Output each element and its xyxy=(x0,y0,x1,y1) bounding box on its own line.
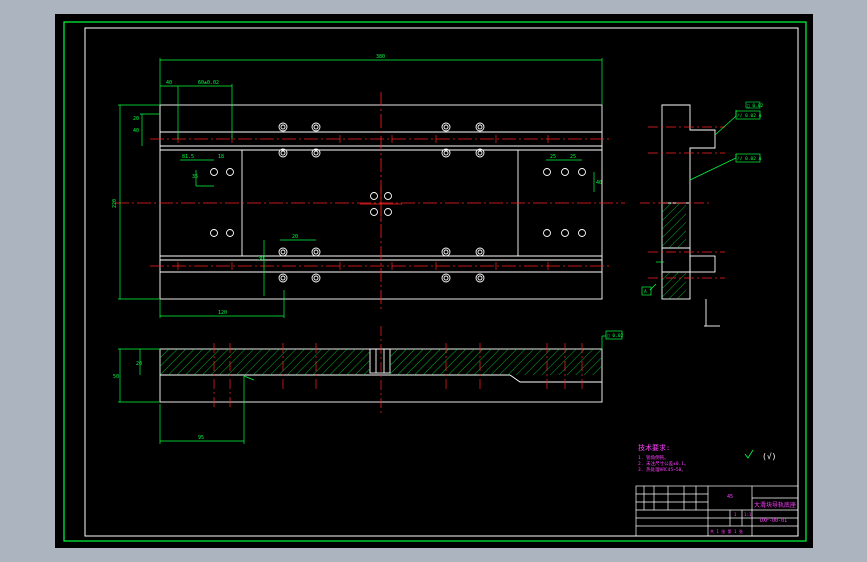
section-flatness-frame: □ 0.02 xyxy=(605,330,624,340)
dim-section-len: 95 xyxy=(198,435,204,441)
dim-overall-width: 220 xyxy=(112,199,118,208)
technical-notes: 技术要求: 1. 锐角倒钝。 2. 未注尺寸公差±0.1。 3. 热处理HRC4… xyxy=(638,443,688,473)
section-centerlines xyxy=(213,326,583,414)
title-material: 45 xyxy=(727,494,733,500)
surface-finish-symbol: (√) xyxy=(762,452,776,461)
title-part-name: 大滑块导轨底座 xyxy=(754,501,796,509)
side-hatch xyxy=(662,203,686,248)
dim-overall-length: 380 xyxy=(376,54,385,60)
title-scale: 1:1 xyxy=(744,512,752,517)
notes-heading: 技术要求: xyxy=(638,443,670,452)
hole-center-marks xyxy=(177,135,549,270)
dim-bottom-left: 120 xyxy=(218,310,227,316)
section-dimensions xyxy=(118,335,606,444)
side-hatch-lower xyxy=(662,272,686,299)
dim-pocket-offset: 81.5 xyxy=(182,154,194,160)
title-block xyxy=(635,485,799,537)
side-leaders xyxy=(649,110,737,291)
top-view-dimensions xyxy=(118,58,603,318)
dim-section-t: 20 xyxy=(136,361,142,367)
dim-section-h: 50 xyxy=(113,374,119,380)
side-centerlines xyxy=(640,126,725,279)
engineering-drawing: 380 40 60±0.02 220 20 40 81.5 18 35 25 2… xyxy=(63,21,807,542)
side-tolerance-frames: // 0.02 A □ 0.02 // 0.02 A A xyxy=(641,101,764,296)
tol-top-flat: □ 0.02 xyxy=(747,103,764,109)
dim-top-offset: 40 xyxy=(166,80,172,86)
dim-right-offset: 40 xyxy=(596,180,602,186)
top-view-centerlines xyxy=(115,92,625,310)
dim-hole-y: 35 xyxy=(192,174,198,180)
title-block-text: 大滑块导轨底座 DXF-00-01 45 1:1 1 共 1 张 第 1 张 xyxy=(710,494,796,534)
tol-top-parallel: // 0.02 A xyxy=(737,113,762,119)
surface-finish-mark: (√) xyxy=(744,449,776,461)
title-quantity: 1 xyxy=(734,512,737,517)
dim-pocket-w: 18 xyxy=(218,154,224,160)
sheet-inner-border xyxy=(84,27,799,537)
dim-bottom-h: 30 xyxy=(258,256,264,262)
dim-hole-pitch-r: 25 xyxy=(550,154,556,160)
datum-label: A xyxy=(644,289,647,295)
dim-rail-h2: 40 xyxy=(133,128,139,134)
dim-bottom-pitch: 20 xyxy=(292,234,298,240)
section-hatch-left xyxy=(160,349,370,375)
dim-top-pitch: 60±0.02 xyxy=(198,80,219,86)
sheet-outer-border xyxy=(63,21,807,542)
top-view-holes xyxy=(210,122,586,283)
title-sheet: 共 1 张 第 1 张 xyxy=(710,528,743,534)
svg-text:□ 0.02: □ 0.02 xyxy=(607,333,624,339)
top-view-dimension-text: 380 40 60±0.02 220 20 40 81.5 18 35 25 2… xyxy=(112,54,602,316)
notes-line2: 2. 未注尺寸公差±0.1。 xyxy=(638,460,688,467)
notes-line3: 3. 热处理HRC45~50。 xyxy=(638,466,686,473)
section-dimension-text: 50 20 95 xyxy=(113,361,204,441)
tol-side-parallel: // 0.02 A xyxy=(737,156,762,162)
title-drawing-no: DXF-00-01 xyxy=(760,518,787,524)
dim-rail-h1: 20 xyxy=(133,116,139,122)
notes-line1: 1. 锐角倒钝。 xyxy=(638,454,669,461)
section-hatch-right xyxy=(390,349,602,375)
cad-viewport[interactable]: 380 40 60±0.02 220 20 40 81.5 18 35 25 2… xyxy=(55,14,813,548)
dim-hole-pitch-r2: 25 xyxy=(570,154,576,160)
